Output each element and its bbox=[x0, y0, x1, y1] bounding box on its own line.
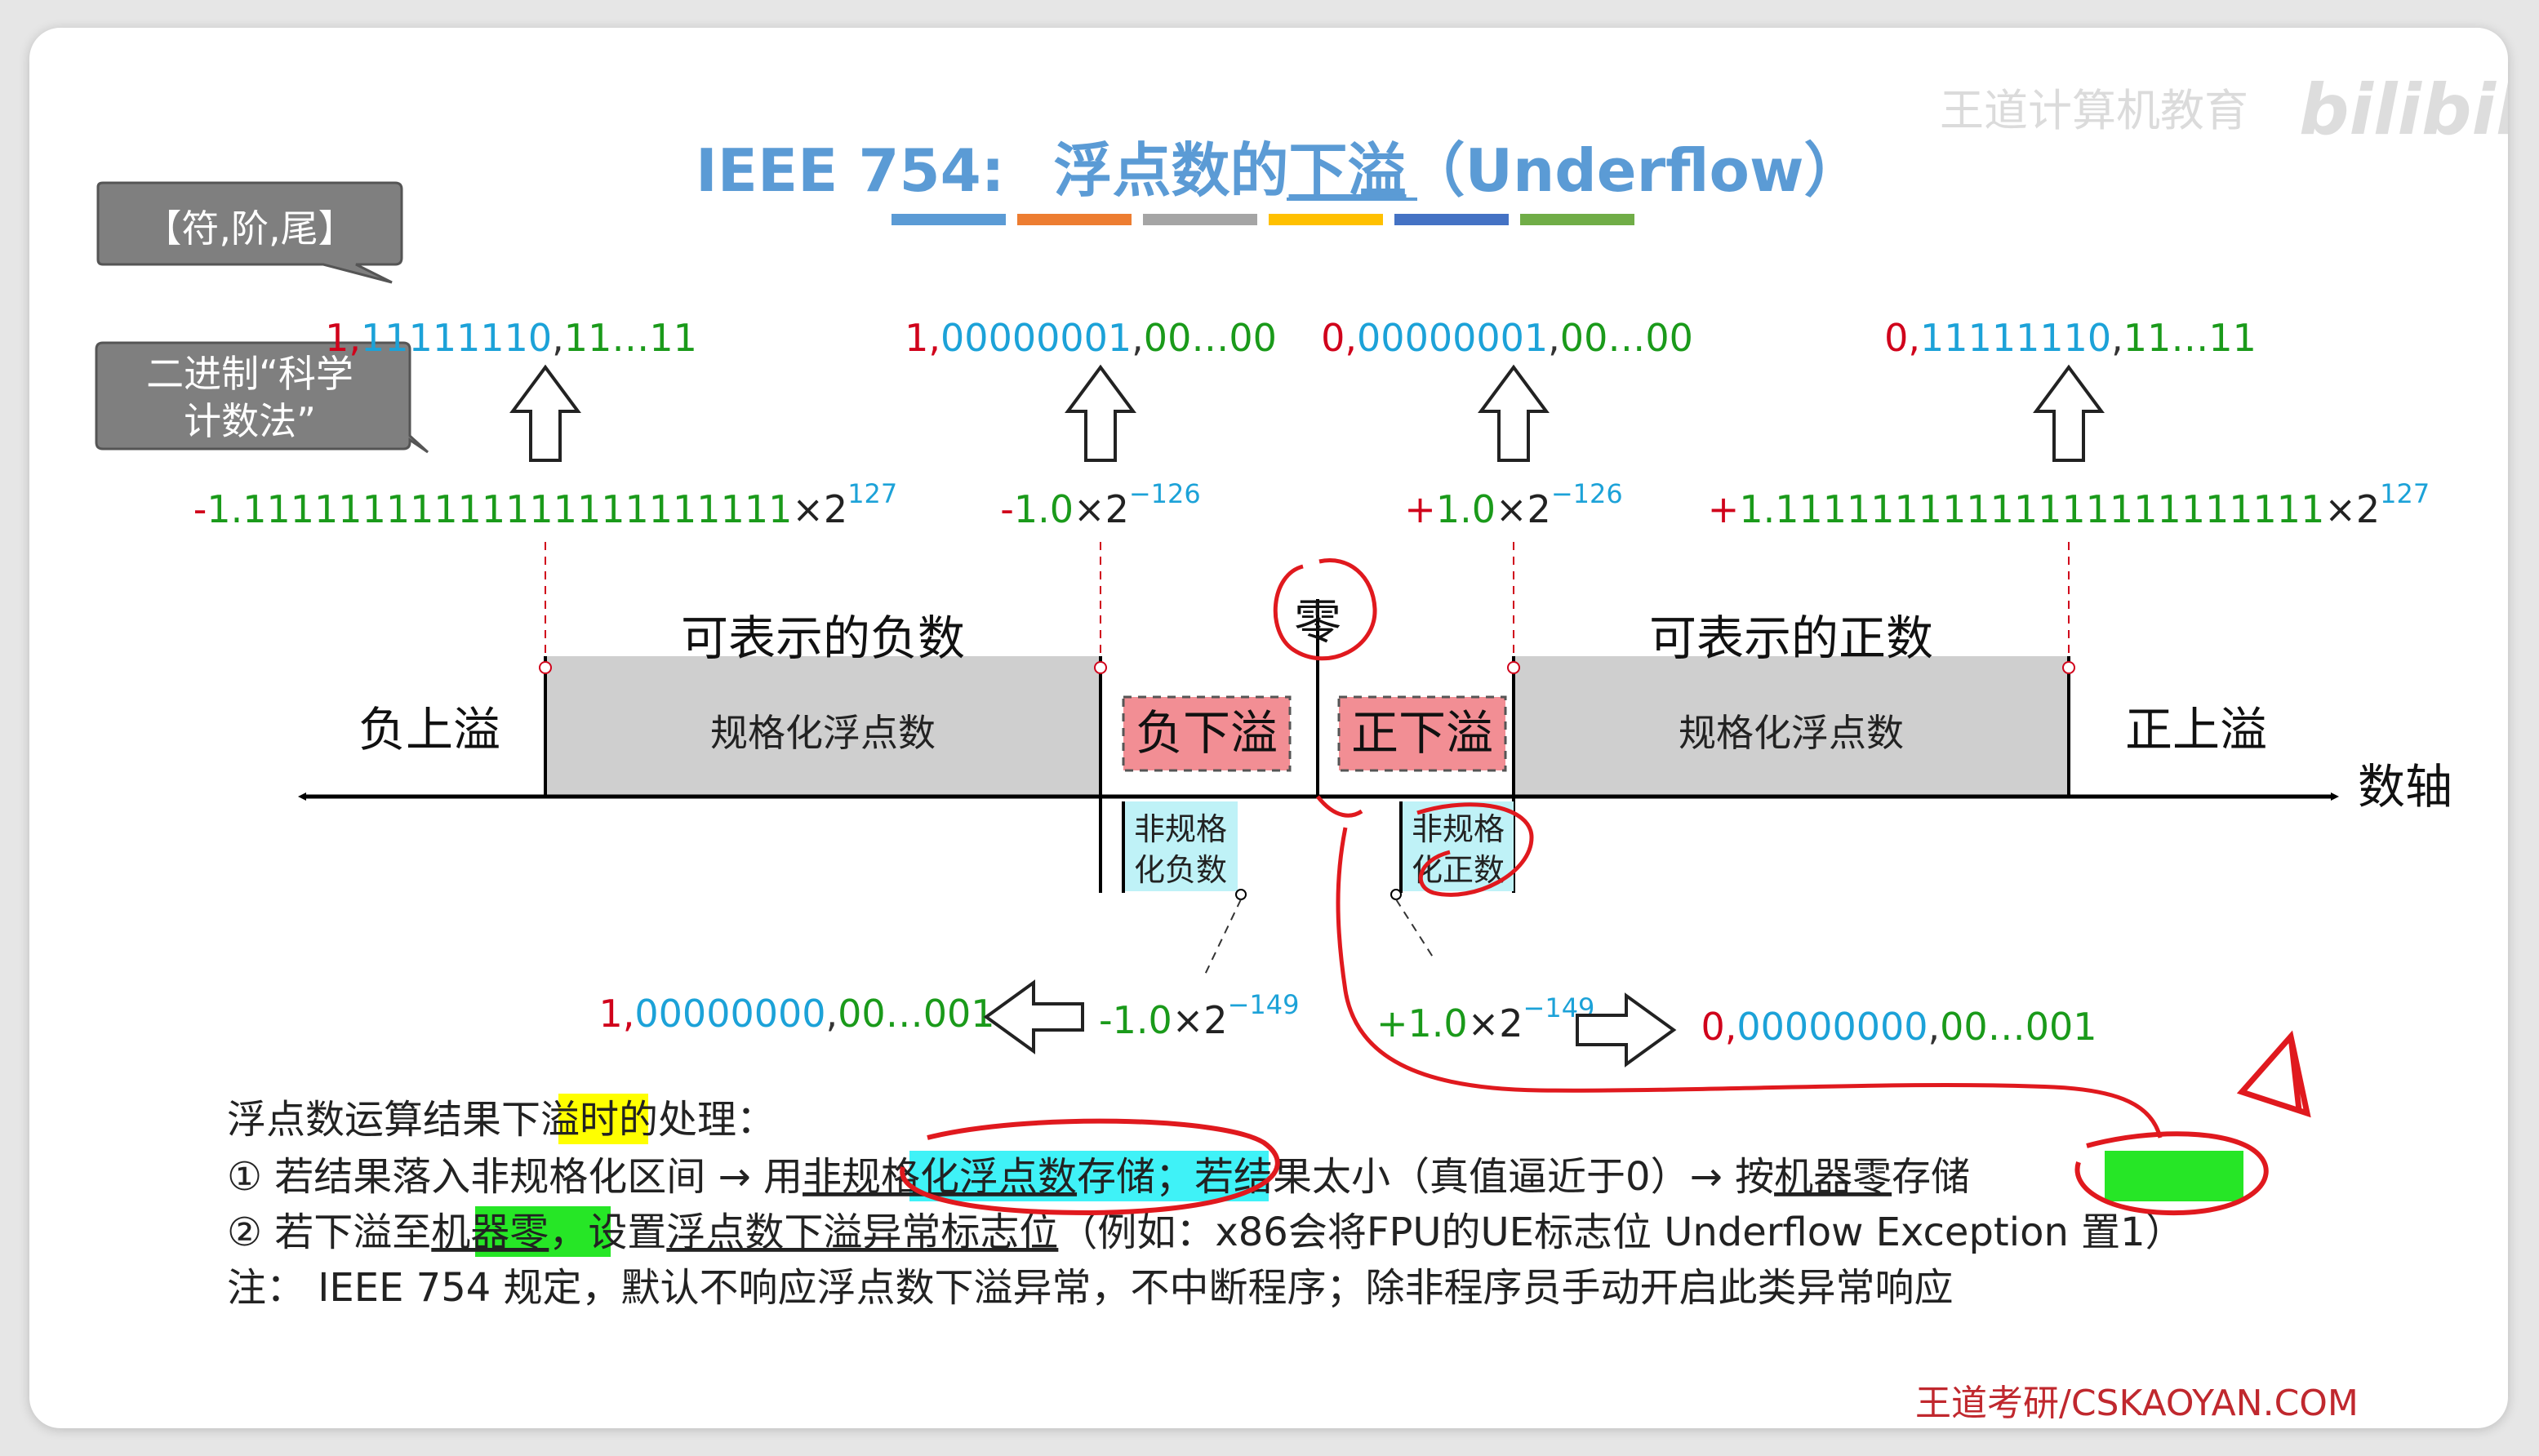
pos-underflow-box bbox=[1337, 695, 1507, 772]
title-suffix: （Underflow） bbox=[1407, 136, 1863, 205]
note-line3: ② 若下溢至机器零，设置浮点数下溢异常标志位（例如：x86会将FPU的UE标志位… bbox=[227, 1210, 2185, 1255]
neg-denormal-line2: 化负数 bbox=[1134, 852, 1227, 888]
right-hollow-arrow bbox=[1576, 992, 1677, 1068]
left-hollow-arrow bbox=[983, 979, 1084, 1054]
slide: 王道计算机教育 bilibili IEEE 754: 浮点数的下溢（Underfl… bbox=[29, 28, 2508, 1428]
binary-top-value: 0,00000001,00…00 bbox=[1321, 316, 1693, 360]
footer: 王道考研/CSKAOYAN.COM bbox=[1915, 1383, 2359, 1424]
pos-normalized-band bbox=[1514, 656, 2069, 797]
sci-value: +1.0×2−126 bbox=[1404, 478, 1622, 531]
callout-format-text: 【符,阶,尾】 bbox=[144, 206, 355, 251]
color-bar-segment bbox=[1017, 214, 1132, 225]
pos-denormal-line1: 非规格 bbox=[1412, 811, 1505, 847]
bottom-left-binary: 1,00000000,00…001 bbox=[598, 992, 994, 1036]
color-bar-segment bbox=[1394, 214, 1509, 225]
bottom-left-sci: -1.0×2−149 bbox=[1099, 989, 1299, 1042]
underflow-diagram: 王道计算机教育 bilibili IEEE 754: 浮点数的下溢（Underfl… bbox=[95, 69, 2508, 1424]
callout-format: 【符,阶,尾】 bbox=[96, 181, 403, 284]
machine-zero-circle bbox=[2074, 1131, 2269, 1216]
neg-denormal-box bbox=[1123, 801, 1238, 891]
scientific-row: -1.11111111111111111111111×2127 -1.0×2−12… bbox=[193, 478, 2430, 531]
pos-normalized-label: 规格化浮点数 bbox=[1679, 711, 1904, 755]
callout-sci-line2: 计数法” bbox=[184, 399, 316, 443]
sci-value: +1.11111111111111111111111×2127 bbox=[1708, 478, 2430, 531]
boundary-marker bbox=[2062, 661, 2075, 674]
color-bar-segment bbox=[1520, 214, 1634, 225]
pos-denormal-box bbox=[1399, 801, 1514, 891]
pos-overflow-label: 正上溢 bbox=[2125, 702, 2267, 757]
bottom-right-binary: 0,00000000,00…001 bbox=[1701, 1005, 2097, 1049]
binary-top-value: 1,11111110,11…11 bbox=[325, 316, 697, 360]
zero-annotation-circle bbox=[1273, 558, 1377, 661]
pos-denormal-line2: 化正数 bbox=[1412, 852, 1505, 888]
bilibili-logo: bilibili bbox=[2299, 69, 2508, 151]
up-arrows bbox=[509, 364, 2105, 462]
boundary-marker bbox=[1507, 661, 1520, 674]
page-title: IEEE 754: 浮点数的下溢（Underflow） bbox=[696, 136, 1862, 205]
up-arrow-icon bbox=[509, 364, 581, 462]
neg-underflow-box bbox=[1122, 695, 1292, 772]
handdrawn-mark bbox=[2236, 1030, 2311, 1118]
neg-normalized-band bbox=[545, 656, 1101, 797]
denormal-term-circle bbox=[900, 1118, 1280, 1216]
callout-sci-line1: 二进制“科学 bbox=[146, 352, 354, 396]
up-arrow-icon bbox=[1478, 364, 1550, 462]
neg-overflow-label: 负上溢 bbox=[358, 702, 500, 757]
sci-value: -1.11111111111111111111111×2127 bbox=[193, 478, 898, 531]
title-color-bar bbox=[892, 214, 1634, 225]
note-line4: 注： IEEE 754 规定，默认不响应浮点数下溢异常，不中断程序；除非程序员手… bbox=[227, 1265, 1954, 1311]
up-arrow-icon bbox=[2033, 364, 2105, 462]
neg-representable-label: 可表示的负数 bbox=[681, 610, 965, 666]
binary-top-row: 1,11111110,11…11 1,00000001,00…00 0,000000… bbox=[325, 316, 2257, 360]
callout-scientific: 二进制“科学 计数法” bbox=[95, 341, 429, 454]
pos-denormal-annotation-circle bbox=[1416, 802, 1534, 897]
up-arrow-icon bbox=[1065, 364, 1136, 462]
notes: 浮点数运算结果下溢时的处理： ① 若结果落入非规格化区间 → 用非规格化浮点数存… bbox=[227, 1094, 2243, 1311]
dashed-connectors bbox=[545, 542, 2070, 661]
title-main: 浮点数的 bbox=[1054, 136, 1289, 205]
sci-value: -1.0×2−126 bbox=[1000, 478, 1200, 531]
bottom-values-row: 1,00000000,00…001 -1.0×2−149 +1.0×2−149 0,0… bbox=[598, 989, 2097, 1049]
neg-underflow-label: 负下溢 bbox=[1136, 705, 1278, 761]
color-bar-segment bbox=[1143, 214, 1257, 225]
note-line2: ① 若结果落入非规格化区间 → 用非规格化浮点数存储；若结果太小（真值逼近于0）… bbox=[227, 1154, 1970, 1200]
neg-normalized-label: 规格化浮点数 bbox=[710, 711, 936, 755]
bottom-right-sci: +1.0×2−149 bbox=[1376, 992, 1594, 1045]
title-underlined: 下溢 bbox=[1289, 136, 1407, 205]
watermark-text: 王道计算机教育 bbox=[1940, 85, 2248, 136]
neg-denormal-line1: 非规格 bbox=[1134, 811, 1227, 847]
title-prefix: IEEE 754: bbox=[696, 136, 1005, 205]
boundary-marker bbox=[1094, 661, 1107, 674]
boundary-marker bbox=[539, 661, 552, 674]
axis-label: 数轴 bbox=[2358, 759, 2452, 815]
boundary-markers bbox=[539, 661, 2075, 674]
binary-top-value: 1,00000001,00…00 bbox=[905, 316, 1277, 360]
color-bar-segment bbox=[892, 214, 1006, 225]
note-line1: 浮点数运算结果下溢时的处理： bbox=[227, 1097, 776, 1143]
pos-underflow-label: 正下溢 bbox=[1351, 705, 1493, 761]
binary-top-value: 0,11111110,11…11 bbox=[1884, 316, 2257, 360]
color-bar-segment bbox=[1269, 214, 1383, 225]
pos-representable-label: 可表示的正数 bbox=[1649, 610, 1933, 666]
handdrawn-flow-line bbox=[1336, 827, 2163, 1139]
zero-label: 零 bbox=[1294, 594, 1341, 650]
